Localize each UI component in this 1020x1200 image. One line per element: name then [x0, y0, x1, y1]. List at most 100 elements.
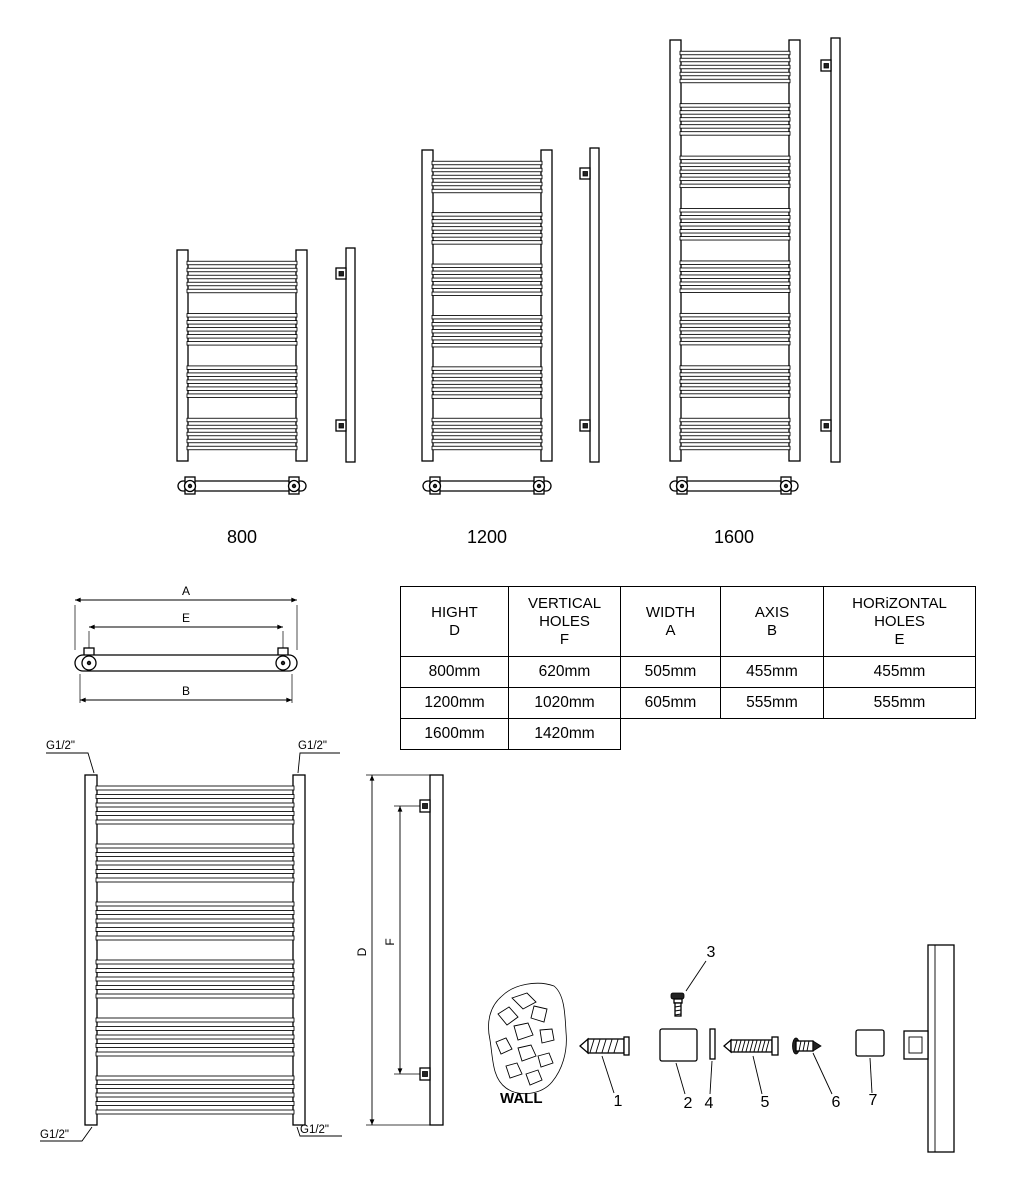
- plug-collar: [623, 1036, 630, 1056]
- rung: [95, 1109, 295, 1115]
- bracket-detail: [823, 423, 829, 429]
- rail-bar: [422, 480, 552, 492]
- rung: [95, 1034, 295, 1040]
- rail-bar: [177, 480, 307, 492]
- thread: [798, 1040, 802, 1052]
- top-view-dimension-drawing: A E B: [74, 584, 298, 703]
- rung: [95, 968, 295, 973]
- spec-cell: 455mm: [823, 656, 976, 688]
- rung: [431, 240, 543, 245]
- rung: [679, 169, 791, 175]
- rung: [431, 373, 543, 378]
- fitting-label-top-right: G1/2": [298, 740, 327, 752]
- rung: [431, 336, 543, 341]
- dim-label-a: A: [182, 584, 190, 598]
- thread: [749, 1040, 754, 1052]
- bracket-center: [432, 483, 438, 489]
- rung: [431, 219, 543, 224]
- spec-table-header-row: HIGHT D VERTICAL HOLES F WIDTH A AXIS B …: [400, 586, 976, 657]
- rung: [95, 794, 295, 799]
- bracket-center: [280, 660, 286, 666]
- rung: [679, 78, 791, 84]
- rung: [186, 274, 298, 280]
- thread: [674, 1013, 682, 1016]
- rung: [431, 431, 543, 437]
- side-view-dimension-drawing: D F: [355, 774, 444, 1126]
- leader-line: [601, 1055, 615, 1094]
- rung: [95, 1084, 295, 1089]
- rung: [679, 274, 791, 279]
- spec-header-vertical-holes: VERTICAL HOLES F: [508, 586, 621, 657]
- radiator-800-plan-view: [177, 476, 307, 495]
- rung: [679, 267, 791, 272]
- rung: [95, 1051, 295, 1057]
- rung: [679, 229, 791, 234]
- rung: [95, 811, 295, 816]
- rung: [186, 320, 298, 325]
- bracket-center: [536, 483, 542, 489]
- rung: [95, 910, 295, 915]
- rung: [95, 802, 295, 808]
- spec-cell-empty: [621, 719, 721, 750]
- rung: [186, 386, 298, 391]
- rung: [679, 236, 791, 241]
- rung: [679, 110, 791, 115]
- rib: [589, 1039, 595, 1053]
- rung: [186, 417, 298, 423]
- rung: [679, 71, 791, 77]
- plug-tip: [579, 1037, 589, 1055]
- rung: [679, 117, 791, 122]
- rung: [186, 327, 298, 332]
- left-tube: [669, 39, 682, 462]
- fitting-label-bottom-right: G1/2": [300, 1124, 329, 1136]
- washer-body: [709, 1028, 716, 1060]
- part-number-leaders: 1 2 3 4 5 6 7: [601, 944, 878, 1112]
- rung: [431, 181, 543, 187]
- part-5-screw: [723, 1036, 779, 1056]
- rung: [679, 281, 791, 286]
- stone: [505, 1062, 523, 1079]
- rung: [186, 372, 298, 377]
- part-number-2: 2: [684, 1095, 693, 1112]
- radiator-1200-front-view: [421, 149, 553, 462]
- rib: [607, 1039, 613, 1053]
- side-bar: [830, 37, 841, 463]
- right-tube: [292, 774, 306, 1126]
- spec-cell: 1420mm: [508, 718, 621, 750]
- part-number-7: 7: [869, 1092, 878, 1109]
- stone: [539, 1028, 555, 1044]
- thread: [757, 1040, 762, 1052]
- rung: [186, 313, 298, 318]
- rung: [679, 103, 791, 108]
- rung: [95, 785, 295, 791]
- part-number-4: 4: [705, 1095, 714, 1112]
- rung: [95, 918, 295, 924]
- spec-cell: 555mm: [720, 687, 824, 719]
- bracket-center: [783, 483, 789, 489]
- part-number-1: 1: [614, 1093, 623, 1110]
- radiator-1200-plan-view: [422, 476, 552, 495]
- rung: [186, 267, 298, 273]
- bracket-detail: [422, 1071, 428, 1077]
- mounting-hardware-exploded-view: WALL: [488, 944, 955, 1153]
- spec-table: HIGHT D VERTICAL HOLES F WIDTH A AXIS B …: [400, 586, 976, 750]
- rung: [186, 365, 298, 370]
- rung: [679, 57, 791, 63]
- rung: [679, 417, 791, 423]
- rung: [186, 334, 298, 339]
- radiator-tube-section: [903, 944, 955, 1153]
- callout-leader: [297, 752, 340, 774]
- rung: [679, 319, 791, 325]
- rib: [595, 1039, 601, 1053]
- rung: [186, 445, 298, 451]
- wall-section: WALL: [488, 982, 567, 1107]
- bracket-detail: [338, 271, 344, 277]
- stone: [513, 1022, 534, 1041]
- callout-leader: [46, 752, 95, 774]
- fitting-label-bottom-left: G1/2": [40, 1129, 69, 1141]
- spec-cell-empty: [721, 719, 824, 750]
- spec-cell: 1200mm: [400, 687, 509, 719]
- rung: [679, 379, 791, 384]
- rung: [431, 417, 543, 423]
